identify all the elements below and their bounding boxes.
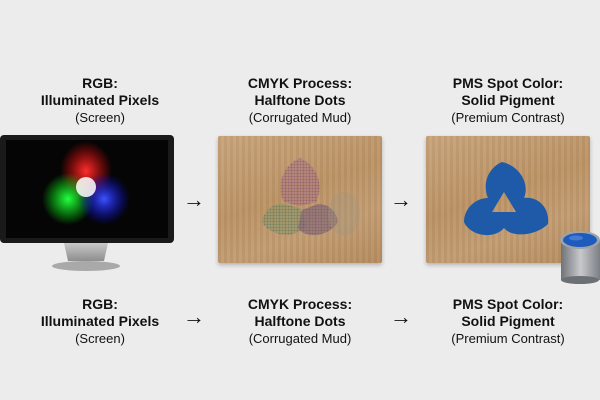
cmyk-subtitle-bottom: Halftone Dots (254, 313, 346, 329)
cmyk-note: (Corrugated Mud) (248, 110, 352, 125)
pms-subtitle-bottom: Solid Pigment (461, 313, 555, 329)
pms-caption-top: PMS Spot Color: Solid Pigment (Premium C… (423, 75, 593, 126)
rgb-subtitle: Illuminated Pixels (40, 92, 160, 108)
rgb-monitor (0, 133, 176, 273)
rgb-note-bottom: (Screen) (75, 331, 125, 346)
cmyk-title-bottom: CMYK Process: (247, 296, 353, 312)
monitor-illustration (0, 135, 174, 271)
pms-title-bottom: PMS Spot Color: (452, 296, 564, 312)
cmyk-subtitle: Halftone Dots (254, 92, 346, 108)
pms-title: PMS Spot Color: (452, 75, 564, 91)
paint-can-icon (560, 231, 600, 284)
halftone-logo (262, 158, 360, 236)
pms-note-bottom: (Premium Contrast) (451, 331, 565, 346)
arrow-rgb-to-cmyk: → (183, 187, 205, 212)
rgb-subtitle-bottom: Illuminated Pixels (40, 313, 160, 329)
arrow-rgb-to-cmyk-bottom: → (183, 304, 205, 329)
pms-note: (Premium Contrast) (451, 110, 565, 125)
rgb-note: (Screen) (75, 110, 125, 125)
rgb-caption-bottom: RGB: Illuminated Pixels (Screen) (15, 296, 185, 347)
arrow-cmyk-to-pms-bottom: → (390, 304, 412, 329)
rgb-caption-top: RGB: Illuminated Pixels (Screen) (15, 75, 185, 126)
cmyk-note-bottom: (Corrugated Mud) (248, 331, 352, 346)
cmyk-title: CMYK Process: (247, 75, 353, 91)
cmyk-cardboard (218, 136, 382, 263)
pms-caption-bottom: PMS Spot Color: Solid Pigment (Premium C… (423, 296, 593, 347)
pms-subtitle: Solid Pigment (461, 92, 555, 108)
rgb-title-bottom: RGB: (82, 296, 118, 312)
arrow-cmyk-to-pms: → (390, 187, 412, 212)
rgb-title: RGB: (82, 75, 118, 91)
cmyk-caption-top: CMYK Process: Halftone Dots (Corrugated … (215, 75, 385, 126)
paint-can (557, 226, 600, 284)
cmyk-caption-bottom: CMYK Process: Halftone Dots (Corrugated … (215, 296, 385, 347)
solid-spot-logo (464, 162, 549, 236)
